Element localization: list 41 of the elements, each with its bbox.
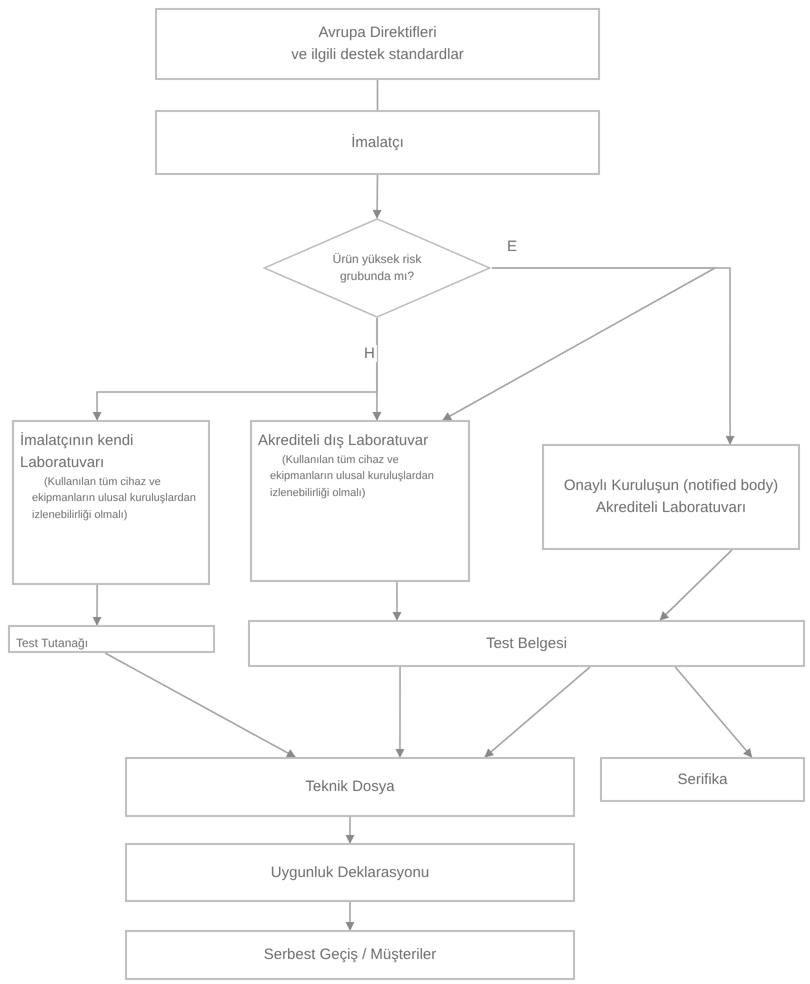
process-box <box>155 8 600 80</box>
box-label: Serifika <box>677 770 728 790</box>
process-box <box>12 420 210 585</box>
heading-text: Avrupa Direktifleri <box>318 23 437 44</box>
box-label: İmalatçının kendi Laboratuvarı <box>20 431 134 473</box>
arrow <box>346 817 354 844</box>
arrow <box>674 666 752 758</box>
arrow <box>346 902 354 931</box>
process-box <box>125 757 575 817</box>
process-box <box>250 420 470 582</box>
arrow <box>104 652 296 758</box>
box-label: Akrediteli dış Laboratuvar <box>258 431 428 451</box>
box-label: Serbest Geçiş / Müşteriler <box>264 945 436 966</box>
arrow <box>392 582 402 621</box>
box-label: Teknik Dosya <box>305 777 395 798</box>
edge-label: H <box>362 345 377 362</box>
box-label: Uygunluk Deklarasyonu <box>270 862 430 883</box>
arrow <box>372 175 382 219</box>
decision-diamond <box>262 218 492 318</box>
arrow <box>92 585 102 626</box>
process-box <box>125 930 575 980</box>
process-box <box>8 625 215 653</box>
box-label: İmalatçı <box>351 132 404 153</box>
process-box <box>600 757 805 802</box>
connector-line <box>376 80 378 110</box>
process-box <box>125 843 575 902</box>
box-label: Test Belgesi <box>486 634 567 654</box>
arrow <box>395 667 404 758</box>
process-box <box>542 444 800 550</box>
box-label: Ürün yüksek risk grubunda mı? <box>332 250 422 285</box>
process-box <box>248 620 805 667</box>
arrow <box>660 549 732 621</box>
process-box <box>155 110 600 175</box>
box-label: ve ilgili destek standardlar <box>291 45 464 65</box>
arrow <box>484 666 591 758</box>
note-text: (Kullanılan tüm cihaz ve ekipmanların ulusal kuruluşlardan izlenebilirliği olmalı) <box>31 474 197 522</box>
arrow <box>442 267 718 421</box>
box-label: Test Tutanağı <box>16 635 88 652</box>
box-label: Onaylı Kuruluşun (notified body) Akrediteli Laboratuvarı <box>562 476 780 518</box>
arrow <box>372 318 382 421</box>
note-text: (Kullanılan tüm cihaz ve ekipmanların ulusal kuruluşlardan izlenebilirliği olmalı) <box>269 452 435 501</box>
